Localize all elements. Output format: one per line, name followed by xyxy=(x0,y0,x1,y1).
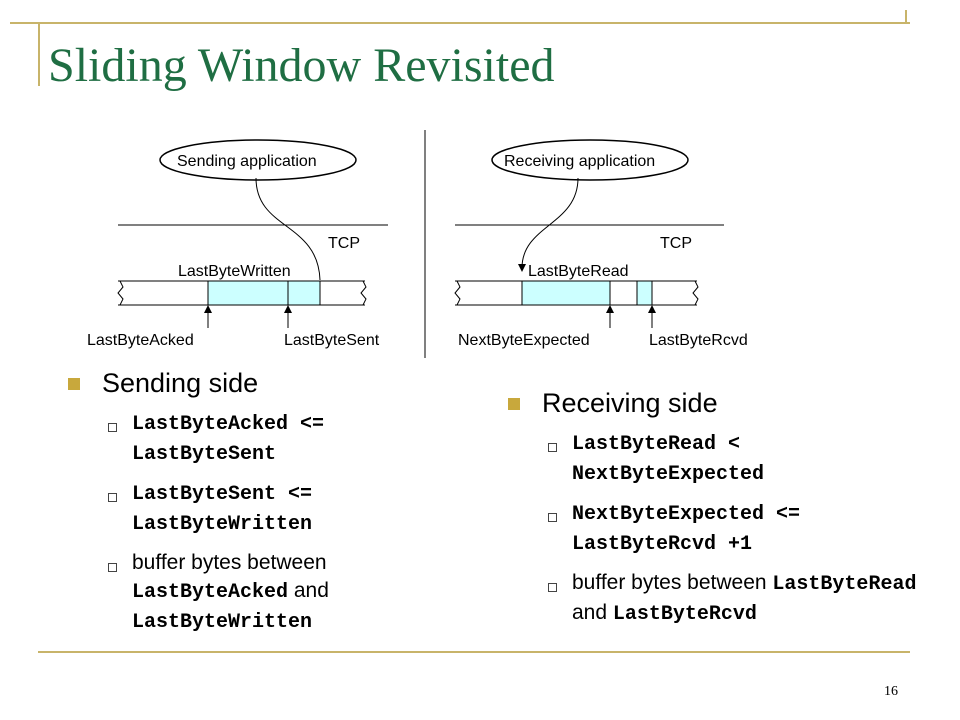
sending-side-heading-text: Sending side xyxy=(102,368,259,398)
next-byte-expected-label: NextByteExpected xyxy=(458,332,590,349)
sender-buffer-fill xyxy=(207,280,321,306)
square-bullet-icon xyxy=(108,493,117,502)
last-byte-sent-label: LastByteSent xyxy=(284,332,380,349)
top-rule xyxy=(10,22,910,24)
square-bullet-icon xyxy=(548,583,557,592)
left-rule xyxy=(38,22,40,86)
sender-app-curve xyxy=(255,177,321,281)
last-byte-written-label: LastByteWritten xyxy=(178,263,291,280)
receiver-tcp-label: TCP xyxy=(660,235,692,252)
list-item: buffer bytes between LastByteAcked and L… xyxy=(106,549,428,637)
last-byte-rcvd-label: LastByteRcvd xyxy=(649,332,748,349)
sending-side-heading: Sending side xyxy=(68,368,428,399)
list-item: LastByteSent <= LastByteWritten xyxy=(106,479,428,539)
receiving-side-list: LastByteRead < NextByteExpected NextByte… xyxy=(546,429,918,629)
receiver-buffer-segment xyxy=(636,280,653,306)
sliding-window-diagram: Sending application TCP LastByteWritten … xyxy=(87,130,748,358)
sending-side-section: Sending side LastByteAcked <= LastByteSe… xyxy=(68,368,428,637)
list-item: buffer bytes between LastByteRead and La… xyxy=(546,569,918,629)
receiving-application-ellipse xyxy=(491,139,689,181)
square-bullet-icon xyxy=(548,513,557,522)
square-bullet-icon xyxy=(548,443,557,452)
sender-tcp-label: TCP xyxy=(328,235,360,252)
last-byte-acked-label: LastByteAcked xyxy=(87,332,194,349)
receiving-application-label: Receiving application xyxy=(504,153,655,170)
square-bullet-icon xyxy=(108,423,117,432)
receiving-side-section: Receiving side LastByteRead < NextByteEx… xyxy=(508,388,918,629)
sending-application-ellipse xyxy=(159,139,357,181)
receiving-side-heading: Receiving side xyxy=(508,388,918,419)
list-item: NextByteExpected <= LastByteRcvd +1 xyxy=(546,499,918,559)
bullet-icon xyxy=(508,397,520,410)
right-rule xyxy=(905,10,907,22)
bottom-rule xyxy=(38,651,910,653)
page-title: Sliding Window Revisited xyxy=(48,39,555,92)
list-item: LastByteAcked <= LastByteSent xyxy=(106,409,428,469)
sending-side-list: LastByteAcked <= LastByteSent LastByteSe… xyxy=(106,409,428,637)
sender-diagram: Sending application TCP LastByteWritten … xyxy=(87,139,388,349)
list-item: LastByteRead < NextByteExpected xyxy=(546,429,918,489)
receiver-app-curve xyxy=(518,177,579,272)
page-number: 16 xyxy=(884,684,898,699)
receiving-side-heading-text: Receiving side xyxy=(542,388,718,418)
last-byte-read-label: LastByteRead xyxy=(528,263,629,280)
receiver-diagram: Receiving application TCP LastByteRead N… xyxy=(454,139,748,349)
bullet-icon xyxy=(68,377,80,390)
receiver-buffer-fill xyxy=(521,280,611,306)
square-bullet-icon xyxy=(108,563,117,572)
sending-application-label: Sending application xyxy=(177,153,317,170)
